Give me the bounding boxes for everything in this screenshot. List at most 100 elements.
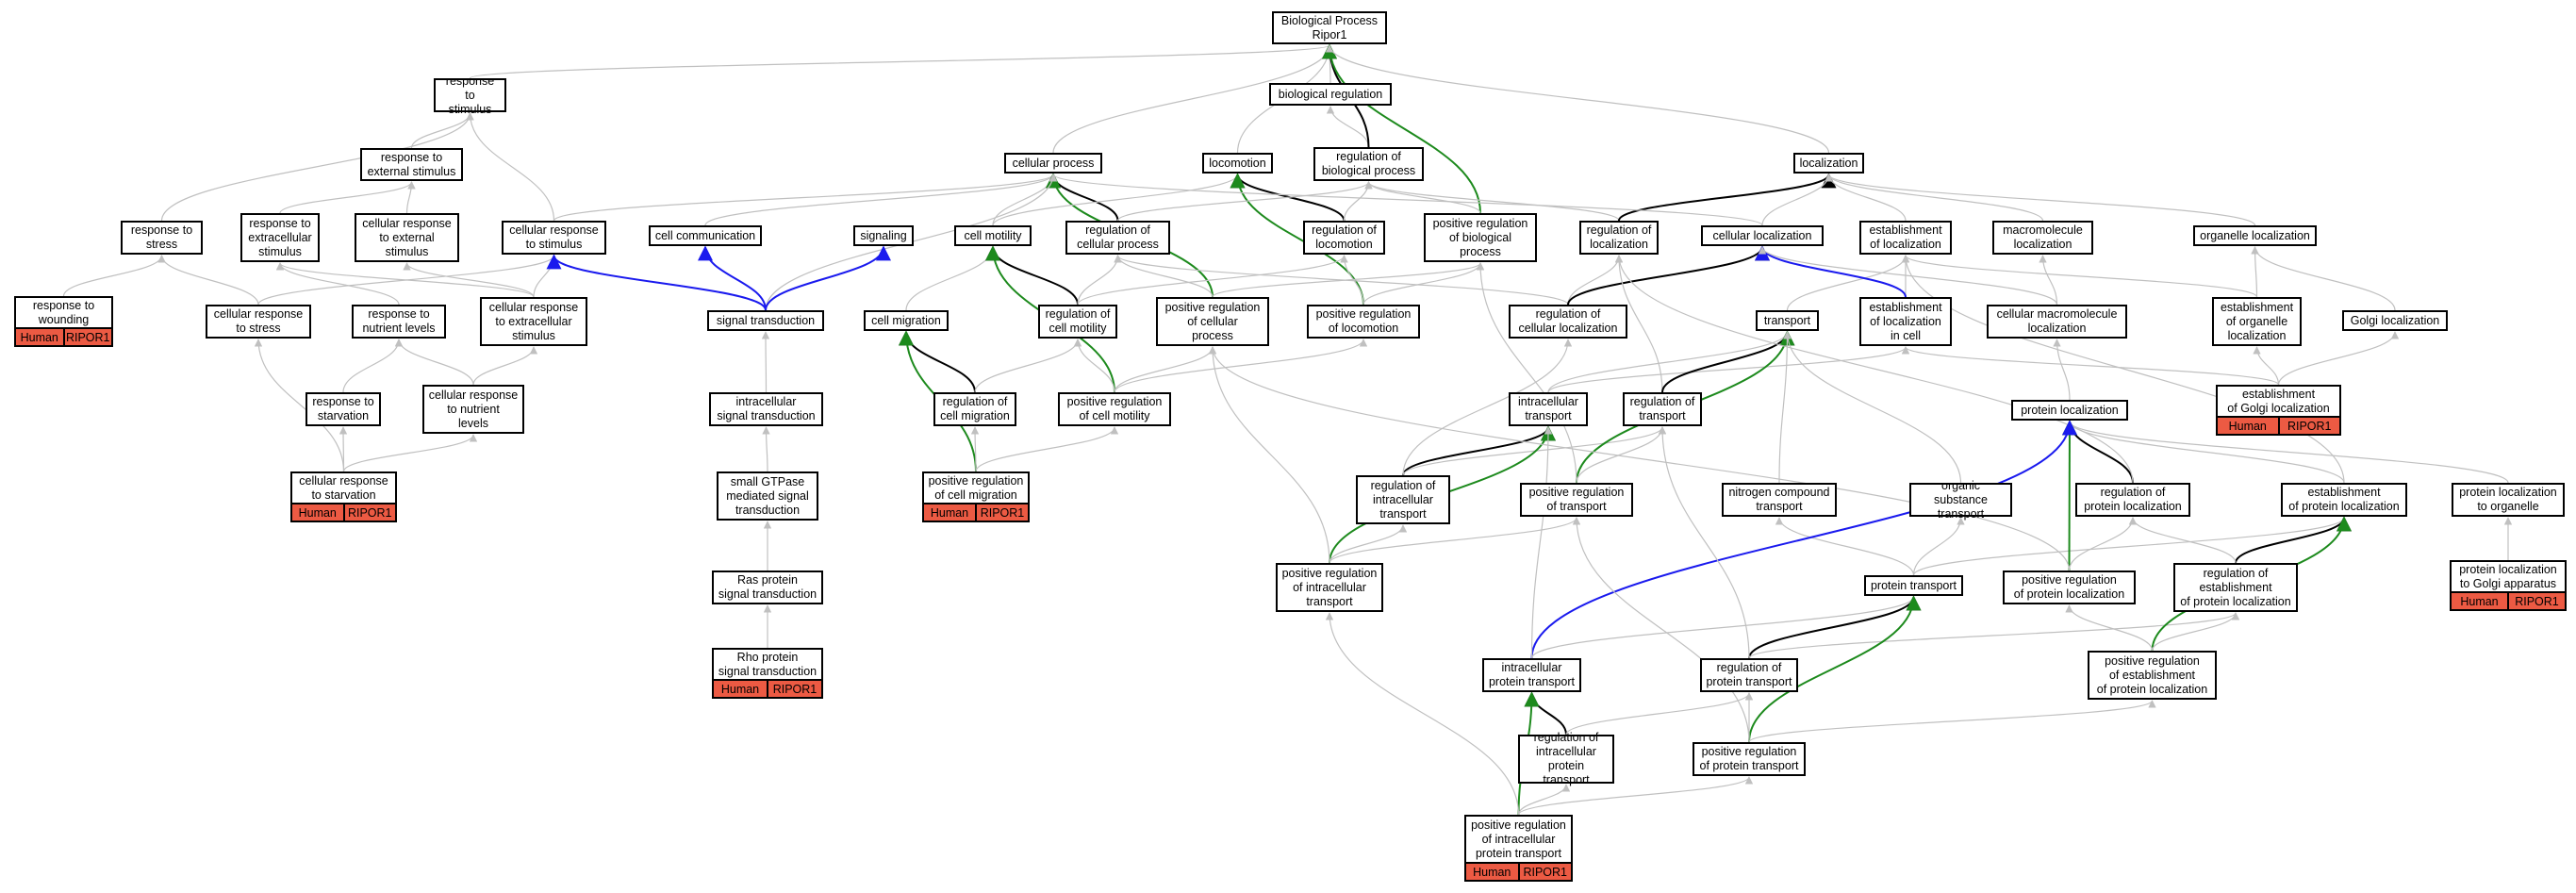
go-term-cell-macro-loc[interactable]: cellular macromolecule localization (1987, 305, 2127, 339)
go-term-reg-locomotion[interactable]: regulation of locomotion (1303, 221, 1385, 255)
gene-tag[interactable]: RIPOR1 (767, 681, 821, 697)
species-tag[interactable]: Human (1466, 864, 1518, 880)
go-term-estab-prot-loc[interactable]: establishment of protein localization (2281, 483, 2407, 517)
species-tag[interactable]: Human (2218, 418, 2278, 434)
go-term-cr-extracell[interactable]: cellular response to extracellular stimu… (480, 297, 587, 346)
go-term-posreg-biol[interactable]: positive regulation of biological proces… (1424, 213, 1537, 262)
go-term-prot-transport[interactable]: protein transport (1864, 575, 1963, 596)
go-term-estab-golgi[interactable]: establishment of Golgi localization (2216, 385, 2341, 418)
go-term-estab-loc-cell[interactable]: establishment of localization in cell (1859, 297, 1952, 346)
edge-is_a-reg_estab_prot_loc-to-estab_prot_loc (2235, 516, 2352, 564)
go-term-cell-motility[interactable]: cell motility (954, 225, 1032, 246)
go-term-resp-stim[interactable]: response to stimulus (434, 74, 506, 116)
go-term-reg-intra-prot-transport[interactable]: regulation of intracellular protein tran… (1518, 731, 1614, 786)
edge-default-transport-to-estab_loc (1786, 255, 1910, 311)
go-term-signal-trans[interactable]: signal transduction (707, 310, 824, 331)
go-term-reg-cell-motility[interactable]: regulation of cell motility (1038, 305, 1117, 339)
species-tag[interactable]: Human (2452, 593, 2507, 609)
species-tag[interactable]: Human (16, 329, 63, 345)
species-tag[interactable]: Human (714, 681, 767, 697)
gene-tag[interactable]: RIPOR1 (1517, 864, 1571, 880)
go-term-posreg-intra-prot-transport[interactable]: positive regulation of intracellular pro… (1464, 815, 1573, 864)
go-term-cell-comm[interactable]: cell communication (649, 225, 762, 246)
edge-default-reg_cell_motility-to-reg_cell_proc (1077, 255, 1122, 306)
species-tag[interactable]: Human (292, 504, 343, 521)
edge-default-posreg_intra_prot_transport-to-posreg_prot_transport (1517, 776, 1754, 816)
go-term-prot-loc[interactable]: protein localization (2011, 400, 2128, 421)
go-term-intra-prot-transport[interactable]: intracellular protein transport (1482, 658, 1581, 692)
go-term-estab-loc[interactable]: establishment of localization (1859, 221, 1952, 255)
go-term-reg-prot-loc[interactable]: regulation of protein localization (2075, 483, 2190, 517)
go-term-reg-prot-transport[interactable]: regulation of protein transport (1700, 658, 1798, 692)
go-term-signaling[interactable]: signaling (853, 225, 914, 246)
go-term-cell-migration[interactable]: cell migration (864, 310, 949, 331)
edge-default-estab_golgi-to-estab_loc_cell (1901, 346, 2280, 386)
go-term-posreg-cell-motility[interactable]: positive regulation of cell motility (1058, 392, 1171, 426)
go-term-reg-biol[interactable]: regulation of biological process (1313, 147, 1424, 181)
go-term-small-gtpase[interactable]: small GTPase mediated signal transductio… (717, 471, 818, 521)
go-term-reg-cell-loc[interactable]: regulation of cellular localization (1509, 305, 1627, 339)
gene-tag[interactable]: RIPOR1 (975, 504, 1028, 521)
go-term-posreg-estab-prot-loc[interactable]: positive regulation of establishment of … (2088, 651, 2217, 700)
go-term-cell-loc[interactable]: cellular localization (1701, 225, 1824, 246)
go-term-intra-transport[interactable]: intracellular transport (1509, 392, 1588, 426)
edge-regulates-signal_trans-to-signaling (765, 245, 891, 311)
edge-default-cr_starv-to-cr_nutrient (342, 434, 478, 472)
edge-default-reg_estab_prot_loc-to-reg_prot_loc (2128, 517, 2237, 564)
go-term-biolreg[interactable]: biological regulation (1269, 83, 1392, 106)
go-term-posreg-cell-proc[interactable]: positive regulation of cellular process (1156, 297, 1269, 346)
go-term-locomotion[interactable]: locomotion (1202, 153, 1273, 174)
go-term-localization[interactable]: localization (1793, 153, 1864, 174)
species-tag[interactable]: Human (924, 504, 975, 521)
edge-default-posreg_locomotion-to-reg_locomotion (1340, 255, 1364, 306)
gene-tag[interactable]: RIPOR1 (62, 329, 111, 345)
go-term-reg-estab-prot-loc[interactable]: regulation of establishment of protein l… (2173, 563, 2298, 612)
go-term-cr-stress[interactable]: cellular response to stress (206, 305, 311, 339)
go-term-organic[interactable]: organic substance transport (1909, 479, 2012, 521)
go-term-posreg-intra-transport[interactable]: positive regulation of intracellular tra… (1276, 563, 1383, 612)
go-term-cr-stimulus[interactable]: cellular response to stimulus (502, 221, 606, 255)
gene-tag[interactable]: RIPOR1 (342, 504, 395, 521)
go-term-macro-loc[interactable]: macromolecule localization (1992, 221, 2093, 255)
go-term-reg-intra-transport[interactable]: regulation of intracellular transport (1356, 475, 1450, 524)
go-term-cell-proc[interactable]: cellular process (1004, 153, 1102, 174)
go-term-reg-transport[interactable]: regulation of transport (1623, 392, 1702, 426)
go-term-prot-loc-golgi[interactable]: protein localization to Golgi apparatus (2450, 560, 2567, 593)
go-term-posreg-prot-transport[interactable]: positive regulation of protein transport (1693, 742, 1806, 776)
go-term-estab-organelle[interactable]: establishment of organelle localization (2212, 297, 2302, 346)
gene-tag[interactable]: RIPOR1 (2507, 593, 2565, 609)
go-term-reg-cell-mig[interactable]: regulation of cell migration (933, 392, 1016, 426)
go-term-posreg-cell-mig[interactable]: positive regulation of cell migration (922, 471, 1030, 504)
gene-tag[interactable]: RIPOR1 (2277, 418, 2339, 434)
go-term-intra-signal[interactable]: intracellular signal transduction (709, 392, 823, 426)
go-term-posreg-prot-loc[interactable]: positive regulation of protein localizat… (2003, 571, 2136, 604)
edge-default-cell_motility-to-locomotion (992, 174, 1242, 226)
go-term-resp-wound[interactable]: response to wounding (14, 296, 113, 329)
edge-is_a-reg_prot_loc-to-prot_loc (2062, 420, 2134, 484)
edge-default-reg_cell_loc-to-reg_localization (1567, 255, 1624, 306)
go-term-rho[interactable]: Rho protein signal transduction (712, 648, 823, 681)
go-term-resp-nutrient[interactable]: response to nutrient levels (352, 305, 446, 339)
go-term-resp-stress[interactable]: response to stress (121, 221, 203, 255)
go-term-reg-localization[interactable]: regulation of localization (1579, 221, 1659, 255)
edge-default-reg_cell_loc-to-reg_cell_proc (1114, 255, 1569, 306)
go-term-transport[interactable]: transport (1756, 310, 1819, 331)
go-term-ras[interactable]: Ras protein signal transduction (712, 571, 823, 604)
go-term-cr-external[interactable]: cellular response to external stimulus (355, 213, 459, 262)
go-term-resp-starv[interactable]: response to starvation (305, 392, 381, 426)
go-term-organelle-loc[interactable]: organelle localization (2193, 225, 2317, 246)
go-term-golgi-loc[interactable]: Golgi localization (2342, 310, 2448, 331)
go-term-resp-extracell[interactable]: response to extracellular stimulus (240, 213, 320, 262)
go-term-prot-loc-organelle[interactable]: protein localization to organelle (2452, 483, 2565, 517)
go-term-posreg-locomotion[interactable]: positive regulation of locomotion (1307, 305, 1420, 339)
go-term-cr-nutrient[interactable]: cellular response to nutrient levels (422, 385, 524, 434)
go-term-resp-ext[interactable]: response to external stimulus (360, 148, 463, 181)
go-term-reg-cell-proc[interactable]: regulation of cellular process (1065, 221, 1170, 255)
go-term-cr-starv[interactable]: cellular response to starvation (290, 471, 397, 504)
go-term-bp[interactable]: Biological Process Ripor1 (1272, 11, 1387, 44)
go-term-posreg-transport[interactable]: positive regulation of transport (1520, 483, 1633, 517)
edge-default-posreg_prot_transport-to-posreg_estab_prot_loc (1748, 700, 2156, 743)
go-term-nitrogen[interactable]: nitrogen compound transport (1722, 483, 1837, 517)
